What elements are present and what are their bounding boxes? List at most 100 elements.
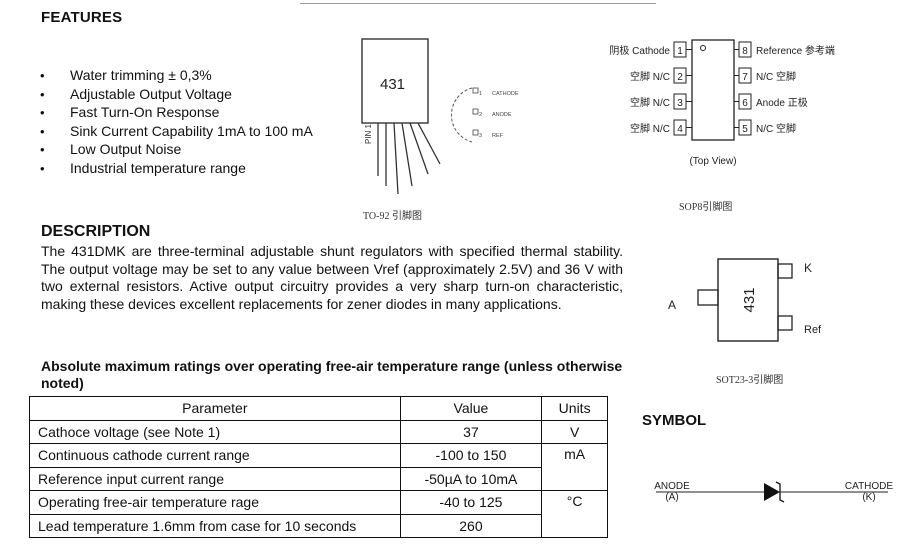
table-header-row: Parameter Value Units	[29, 396, 608, 421]
to92-package-diagram: 431 PIN 1 1 2 3 CATHODE ANODE REF	[361, 38, 519, 195]
feature-item: • Low Output Noise	[40, 140, 313, 159]
sot23-marking: 431	[741, 287, 758, 312]
sop8-pin-number: 4	[677, 124, 683, 135]
to92-pin-number: 2	[479, 112, 482, 118]
to92-bottom-outline	[450, 87, 473, 143]
sop8-pin-number: 7	[742, 72, 748, 83]
bullet-icon: •	[40, 105, 45, 121]
sot23-caption: SOT23-3引脚图	[716, 375, 784, 386]
sot23-a-label: A	[668, 298, 676, 312]
sop8-pin-label: 空脚 N/C	[630, 70, 670, 83]
table-row: Reference input current range -50µA to 1…	[29, 466, 608, 491]
to92-lead	[417, 122, 441, 165]
to92-pin-marker	[472, 87, 479, 94]
sop8-caption: SOP8引脚图	[679, 202, 733, 213]
table-row: Cathoce voltage (see Note 1) 37 V	[29, 419, 608, 444]
to92-lead	[393, 122, 399, 195]
symbol-anode-short: (A)	[665, 492, 678, 503]
to92-pin-name: CATHODE	[492, 91, 519, 97]
sop8-body	[691, 39, 735, 141]
sop8-pin-number: 6	[742, 98, 748, 109]
cell-value: -100 to 150	[399, 443, 543, 468]
features-heading: FEATURES	[41, 9, 123, 26]
feature-text: Adjustable Output Voltage	[70, 85, 232, 102]
to92-pin-marker	[472, 129, 479, 136]
diode-triangle-icon	[764, 483, 780, 501]
sop8-pin1-dot	[700, 45, 706, 51]
sop8-pin-number: 2	[677, 72, 683, 83]
cell-parameter: Operating free-air temperature rage	[29, 490, 401, 515]
header-parameter: Parameter	[29, 396, 401, 421]
to92-pin-number: 3	[479, 133, 482, 139]
cell-parameter: Cathoce voltage (see Note 1)	[29, 419, 401, 444]
symbol-cathode-short: (K)	[862, 492, 875, 503]
sop8-pin-label: N/C 空脚	[756, 70, 796, 83]
bullet-icon: •	[40, 123, 45, 139]
cell-value: -50µA to 10mA	[399, 466, 543, 491]
table-row: Continuous cathode current range -100 to…	[29, 443, 608, 491]
feature-item: • Sink Current Capability 1mA to 100 mA	[40, 122, 313, 141]
to92-lead	[401, 122, 413, 187]
feature-item: • Fast Turn-On Response	[40, 103, 313, 122]
to92-caption: TO-92 引脚图	[363, 211, 422, 222]
feature-text: Sink Current Capability 1mA to 100 mA	[70, 122, 313, 139]
sop8-pin-number: 1	[677, 46, 683, 57]
sop8-pin-label: Anode 正极	[756, 96, 808, 109]
sop8-pin-number: 8	[742, 46, 748, 57]
header-units: Units	[541, 396, 608, 421]
cell-value: -40 to 125	[399, 490, 543, 515]
table-row: Operating free-air temperature rage -40 …	[29, 490, 608, 538]
table-row: Lead temperature 1.6mm from case for 10 …	[29, 513, 608, 538]
bullet-icon: •	[40, 142, 45, 158]
bullet-icon: •	[40, 68, 45, 83]
symbol-anode-label: ANODE	[654, 481, 690, 492]
sot23-ref-label: Ref	[804, 324, 822, 336]
sop8-pin-label: Reference 参考端	[756, 44, 835, 57]
to92-pin-name: REF	[492, 133, 504, 139]
feature-item: • Industrial temperature range	[40, 159, 313, 178]
feature-item: • Adjustable Output Voltage	[40, 85, 313, 104]
cell-unit: V	[541, 419, 608, 444]
feature-text: Fast Turn-On Response	[70, 104, 220, 121]
sot23-pin-a	[697, 289, 719, 306]
sop8-pin-number: 5	[742, 124, 748, 135]
to92-pin1-label: PIN 1	[364, 123, 373, 144]
cell-value: 37	[399, 419, 543, 444]
to92-pin-number: 1	[479, 91, 482, 97]
sop8-pin-number: 3	[677, 98, 683, 109]
sot23-k-label: K	[804, 261, 812, 275]
to92-pin-name: ANODE	[492, 112, 512, 118]
bullet-icon: •	[40, 86, 45, 102]
symbol-cathode-label: CATHODE	[845, 481, 893, 492]
to92-lead	[409, 122, 429, 175]
ratings-table: Parameter Value Units Cathoce voltage (s…	[29, 396, 608, 538]
feature-text: Water trimming ± 0,3%	[70, 67, 212, 83]
sop8-package-diagram: 1 2 3 4 8 7 6 5 阴极 Cathode 空脚 N/C 空脚 N/C…	[609, 39, 835, 167]
to92-marking: 431	[380, 76, 405, 93]
feature-text: Low Output Noise	[70, 141, 182, 158]
to92-pin-marker	[472, 108, 479, 115]
sop8-pin-label: 阴极 Cathode	[609, 44, 670, 57]
feature-item: • Water trimming ± 0,3%	[40, 66, 313, 85]
description-text: The 431DMK are three-terminal adjustable…	[41, 243, 623, 312]
to92-body	[361, 38, 429, 124]
description-heading: DESCRIPTION	[41, 223, 151, 240]
sop8-pin-label: N/C 空脚	[756, 122, 796, 135]
top-rule	[300, 3, 656, 4]
sot23-pin-ref	[777, 315, 793, 331]
sop8-pin-label: 空脚 N/C	[630, 122, 670, 135]
ratings-heading: Absolute maximum ratings over operating …	[41, 358, 623, 391]
sot23-pin-k	[777, 263, 793, 279]
feature-text: Industrial temperature range	[70, 159, 246, 176]
sot23-package-diagram: 431 K A Ref	[668, 258, 822, 342]
cell-value: 260	[399, 513, 543, 538]
cell-parameter: Continuous cathode current range	[29, 443, 401, 468]
bullet-icon: •	[40, 160, 45, 176]
cell-unit: mA	[541, 443, 608, 491]
cell-parameter: Lead temperature 1.6mm from case for 10 …	[29, 513, 401, 538]
cell-parameter: Reference input current range	[29, 466, 401, 491]
zener-symbol-diagram: ANODE (A) CATHODE (K)	[654, 481, 893, 503]
features-list: • Water trimming ± 0,3% • Adjustable Outpu…	[40, 66, 313, 178]
sop8-pin-label: 空脚 N/C	[630, 96, 670, 109]
sop8-view-label: (Top View)	[689, 156, 736, 167]
